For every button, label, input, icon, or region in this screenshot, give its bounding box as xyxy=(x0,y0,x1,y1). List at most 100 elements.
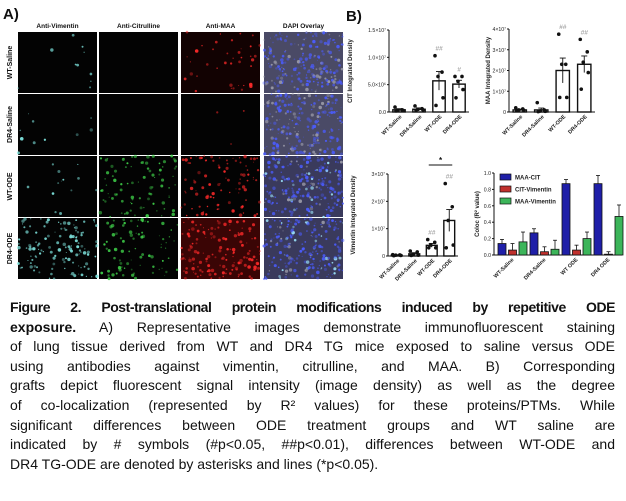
fluorescent-spot xyxy=(311,266,315,270)
fluorescent-spot xyxy=(230,87,232,89)
fluorescent-spot xyxy=(117,266,122,270)
fluorescent-spot xyxy=(336,110,338,113)
fluorescent-spot xyxy=(297,130,299,132)
fluorescent-spot xyxy=(25,247,28,249)
y-tick-label: 5.0×10⁶ xyxy=(368,83,386,89)
fluorescent-spot xyxy=(123,212,126,215)
fluorescent-spot xyxy=(256,213,259,215)
y-tick-label: 0.2 xyxy=(484,237,491,243)
x-tick-label: WT ODE xyxy=(560,257,580,277)
fluorescent-spot xyxy=(123,221,126,225)
fluorescent-spot xyxy=(308,53,313,57)
fluorescent-spot xyxy=(37,242,41,245)
fluorescent-spot xyxy=(252,255,256,259)
fluorescent-spot xyxy=(95,274,99,278)
fluorescent-spot xyxy=(269,245,272,248)
fluorescent-spot xyxy=(311,124,315,128)
fluorescent-spot xyxy=(30,255,32,257)
bar-cit-vimentin xyxy=(540,251,549,256)
fluorescent-spot xyxy=(263,233,266,236)
fluorescent-spot xyxy=(305,87,309,92)
fluorescent-spot xyxy=(291,179,294,183)
fluorescent-spot xyxy=(185,30,189,34)
fluorescent-spot xyxy=(296,33,300,37)
fluorescent-spot xyxy=(280,210,284,214)
fluorescent-spot xyxy=(269,113,271,115)
fluorescent-spot xyxy=(300,47,303,51)
data-point xyxy=(433,53,437,58)
fluorescent-spot xyxy=(216,220,219,222)
fluorescent-spot xyxy=(262,244,266,248)
fluorescent-spot xyxy=(276,202,278,205)
fluorescent-spot xyxy=(270,93,273,96)
fluorescent-spot xyxy=(139,264,141,266)
fluorescent-spot xyxy=(62,178,65,181)
fluorescent-spot xyxy=(238,157,241,159)
fluorescent-spot xyxy=(29,262,32,265)
fluorescent-spot xyxy=(74,63,77,66)
fluorescent-spot xyxy=(231,264,235,268)
fluorescent-spot xyxy=(306,125,310,129)
fluorescent-spot xyxy=(38,252,42,255)
fluorescent-spot xyxy=(319,72,323,76)
fluorescent-spot xyxy=(168,196,170,198)
fluorescent-spot xyxy=(325,184,328,187)
fluorescent-spot xyxy=(279,118,281,121)
fluorescent-spot xyxy=(211,192,215,196)
fluorescent-spot xyxy=(138,197,141,200)
x-tick-label: WT-ODE xyxy=(424,114,444,134)
fluorescent-spot xyxy=(310,77,312,79)
fluorescent-spot xyxy=(291,228,295,232)
fluorescent-spot xyxy=(272,41,274,44)
fluorescent-spot xyxy=(192,271,195,273)
fluorescent-spot xyxy=(254,267,257,270)
fluorescent-spot xyxy=(276,161,281,165)
fluorescent-spot xyxy=(308,211,310,213)
fluorescent-spot xyxy=(287,219,290,223)
row-label: DR4-Saline xyxy=(7,106,14,143)
fluorescent-spot xyxy=(284,254,286,256)
fluorescent-spot xyxy=(337,117,339,120)
fluorescent-spot xyxy=(134,247,137,250)
fluorescent-spot xyxy=(195,192,199,196)
fluorescent-spot xyxy=(73,224,75,226)
fluorescent-spot xyxy=(122,218,126,222)
fluorescent-spot xyxy=(312,39,316,44)
fluorescent-spot xyxy=(204,174,208,178)
row-label: WT-ODE xyxy=(7,172,14,200)
fluorescent-spot xyxy=(189,162,192,165)
fluorescent-spot xyxy=(314,90,317,93)
fluorescent-spot xyxy=(320,198,322,200)
fluorescent-spot xyxy=(328,33,331,36)
fluorescent-spot xyxy=(78,253,80,255)
fluorescent-spot xyxy=(237,231,240,234)
fluorescent-spot xyxy=(317,56,321,59)
fluorescent-spot xyxy=(212,235,216,239)
data-point xyxy=(578,37,583,42)
data-point xyxy=(398,253,403,258)
fluorescent-spot xyxy=(222,275,225,278)
fluorescent-spot xyxy=(290,274,292,276)
fluorescent-spot xyxy=(70,189,73,192)
fluorescent-spot xyxy=(318,152,321,155)
fluorescent-spot xyxy=(314,241,317,244)
fluorescent-spot xyxy=(93,221,96,223)
fluorescent-spot xyxy=(286,126,290,130)
fluorescent-spot xyxy=(315,89,317,91)
fluorescent-spot xyxy=(311,35,314,38)
fluorescent-spot xyxy=(329,186,333,190)
fluorescent-spot xyxy=(286,245,289,248)
fluorescent-spot xyxy=(269,191,272,194)
fluorescent-spot xyxy=(202,227,205,229)
fluorescent-spot xyxy=(298,179,303,183)
fluorescent-spot xyxy=(287,152,290,155)
fluorescent-spot xyxy=(323,267,327,271)
fluorescent-spot xyxy=(289,103,293,107)
fluorescent-spot xyxy=(80,231,83,234)
fluorescent-spot xyxy=(290,229,294,233)
fluorescent-spot xyxy=(273,196,275,198)
fluorescent-spot xyxy=(321,50,324,53)
fluorescent-spot xyxy=(205,63,209,66)
